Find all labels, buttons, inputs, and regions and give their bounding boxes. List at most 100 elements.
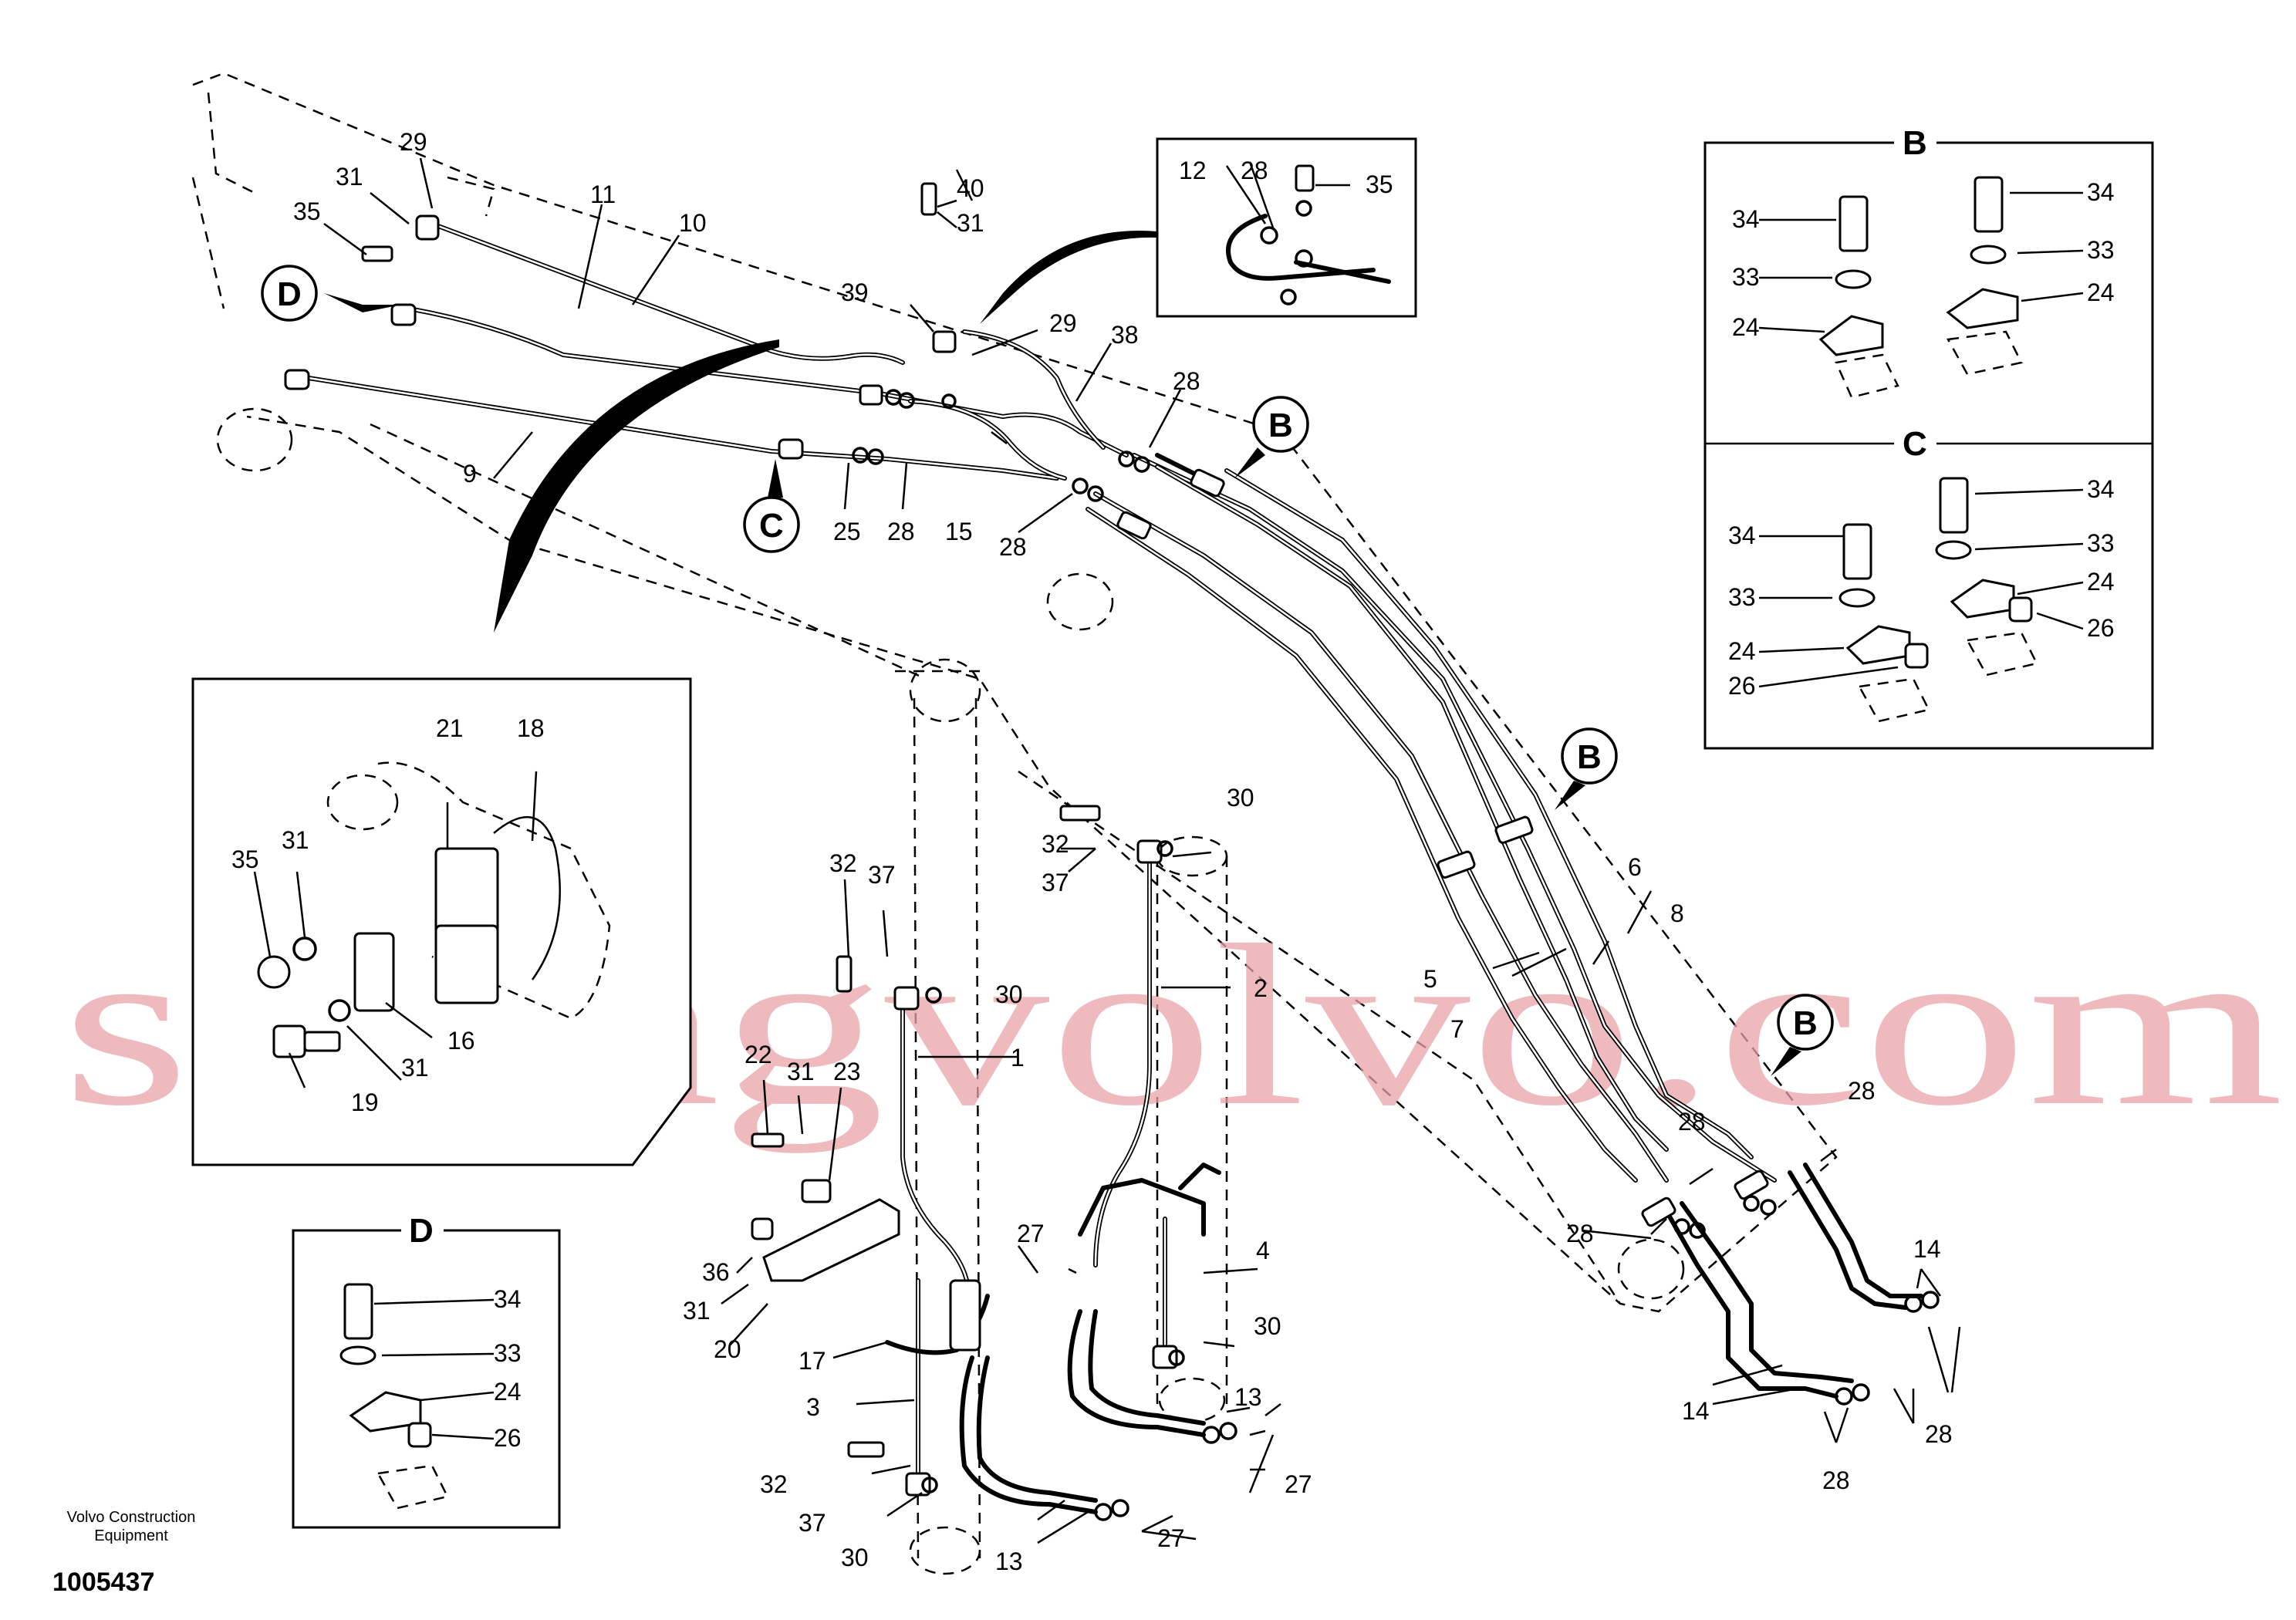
callout-d-main: D [261, 265, 318, 322]
svg-text:5: 5 [1423, 965, 1437, 993]
detail-arrows [324, 231, 1157, 633]
svg-text:9: 9 [463, 460, 477, 488]
svg-text:35: 35 [293, 197, 321, 225]
svg-text:37: 37 [1042, 869, 1069, 896]
svg-text:28: 28 [1678, 1108, 1706, 1136]
svg-text:25: 25 [833, 518, 861, 545]
svg-text:31: 31 [401, 1054, 429, 1082]
svg-text:B: B [1268, 407, 1293, 444]
callout-b-top: B [1234, 396, 1309, 478]
svg-text:B: B [1577, 738, 1602, 776]
svg-text:11: 11 [590, 181, 616, 208]
svg-text:31: 31 [787, 1058, 815, 1085]
svg-text:34: 34 [1732, 205, 1760, 233]
svg-text:10: 10 [679, 209, 707, 237]
svg-text:18: 18 [517, 714, 545, 742]
svg-text:28: 28 [1566, 1220, 1594, 1247]
svg-text:D: D [277, 275, 302, 313]
svg-text:20: 20 [714, 1335, 741, 1363]
svg-text:35: 35 [1366, 170, 1393, 198]
panel-d [292, 1229, 561, 1529]
svg-text:26: 26 [1728, 672, 1756, 700]
svg-text:28: 28 [887, 518, 915, 545]
svg-text:30: 30 [1254, 1312, 1281, 1340]
company-name: Volvo Construction Equipment [66, 1509, 196, 1544]
svg-text:16: 16 [447, 1027, 475, 1055]
svg-text:3: 3 [806, 1393, 820, 1421]
svg-text:28: 28 [1241, 157, 1268, 184]
panel-b-title: B [1903, 124, 1927, 162]
svg-text:29: 29 [400, 128, 427, 156]
panel-d-title: D [409, 1212, 434, 1250]
svg-text:19: 19 [351, 1088, 379, 1116]
svg-text:39: 39 [841, 278, 869, 306]
svg-text:13: 13 [1234, 1383, 1262, 1411]
svg-text:27: 27 [1017, 1220, 1045, 1247]
svg-text:6: 6 [1628, 853, 1642, 881]
inset-arm-clamp [191, 677, 692, 1166]
svg-text:B: B [1793, 1004, 1818, 1042]
svg-text:31: 31 [336, 163, 363, 191]
svg-text:26: 26 [494, 1424, 522, 1452]
svg-text:24: 24 [1732, 313, 1760, 341]
svg-text:36: 36 [702, 1258, 730, 1286]
svg-text:37: 37 [799, 1509, 826, 1537]
callout-b-mid: B [1555, 727, 1618, 810]
svg-text:13: 13 [995, 1547, 1023, 1575]
svg-text:38: 38 [1111, 321, 1139, 349]
svg-text:28: 28 [1925, 1420, 1953, 1448]
svg-text:29: 29 [1049, 309, 1077, 337]
svg-text:35: 35 [231, 845, 259, 873]
svg-text:40: 40 [957, 174, 984, 202]
svg-text:15: 15 [945, 518, 973, 545]
svg-text:24: 24 [2087, 278, 2115, 306]
svg-text:31: 31 [282, 826, 309, 854]
svg-text:31: 31 [957, 209, 984, 237]
svg-text:33: 33 [1728, 583, 1756, 611]
svg-text:28: 28 [999, 533, 1027, 561]
svg-text:33: 33 [2087, 236, 2115, 264]
svg-text:C: C [759, 507, 784, 545]
panel-b-c [1703, 141, 2154, 750]
part-labels: 29 31 35 11 10 9 40 31 39 29 38 28 25 28… [231, 128, 2115, 1575]
callout-c-main: C [743, 459, 800, 553]
svg-text:37: 37 [868, 861, 896, 889]
drawing-number: 1005437 [52, 1568, 154, 1597]
svg-text:28: 28 [1848, 1077, 1876, 1105]
svg-text:26: 26 [2087, 614, 2115, 642]
svg-text:31: 31 [683, 1297, 711, 1325]
inset-pipe-bend [1156, 137, 1417, 318]
svg-text:34: 34 [2087, 475, 2115, 503]
svg-text:12: 12 [1179, 157, 1207, 184]
svg-text:14: 14 [1682, 1397, 1710, 1425]
svg-text:1: 1 [1011, 1044, 1025, 1072]
svg-text:24: 24 [494, 1378, 522, 1406]
panel-c-title: C [1903, 425, 1927, 463]
svg-text:34: 34 [494, 1285, 522, 1313]
clamps [284, 182, 1940, 1521]
svg-text:28: 28 [1822, 1466, 1850, 1494]
svg-text:24: 24 [1728, 637, 1756, 665]
svg-text:34: 34 [2087, 178, 2115, 206]
svg-text:32: 32 [760, 1470, 788, 1498]
svg-text:17: 17 [799, 1347, 826, 1375]
callout-b-low: B [1771, 994, 1834, 1076]
boom-outline [191, 72, 1838, 1575]
svg-text:4: 4 [1256, 1237, 1270, 1264]
svg-text:27: 27 [1285, 1470, 1312, 1498]
svg-text:33: 33 [2087, 529, 2115, 557]
svg-text:27: 27 [1157, 1524, 1185, 1552]
leader-lines [253, 157, 2084, 1544]
svg-text:34: 34 [1728, 521, 1756, 549]
svg-text:33: 33 [1732, 263, 1760, 291]
boom-pipes [1086, 453, 1923, 1399]
svg-text:24: 24 [2087, 568, 2115, 596]
svg-text:33: 33 [494, 1339, 522, 1367]
svg-text:23: 23 [833, 1058, 861, 1085]
svg-text:30: 30 [841, 1544, 869, 1571]
svg-text:30: 30 [1227, 784, 1254, 812]
svg-text:22: 22 [745, 1041, 772, 1068]
svg-text:30: 30 [995, 980, 1023, 1008]
svg-text:32: 32 [829, 849, 857, 877]
